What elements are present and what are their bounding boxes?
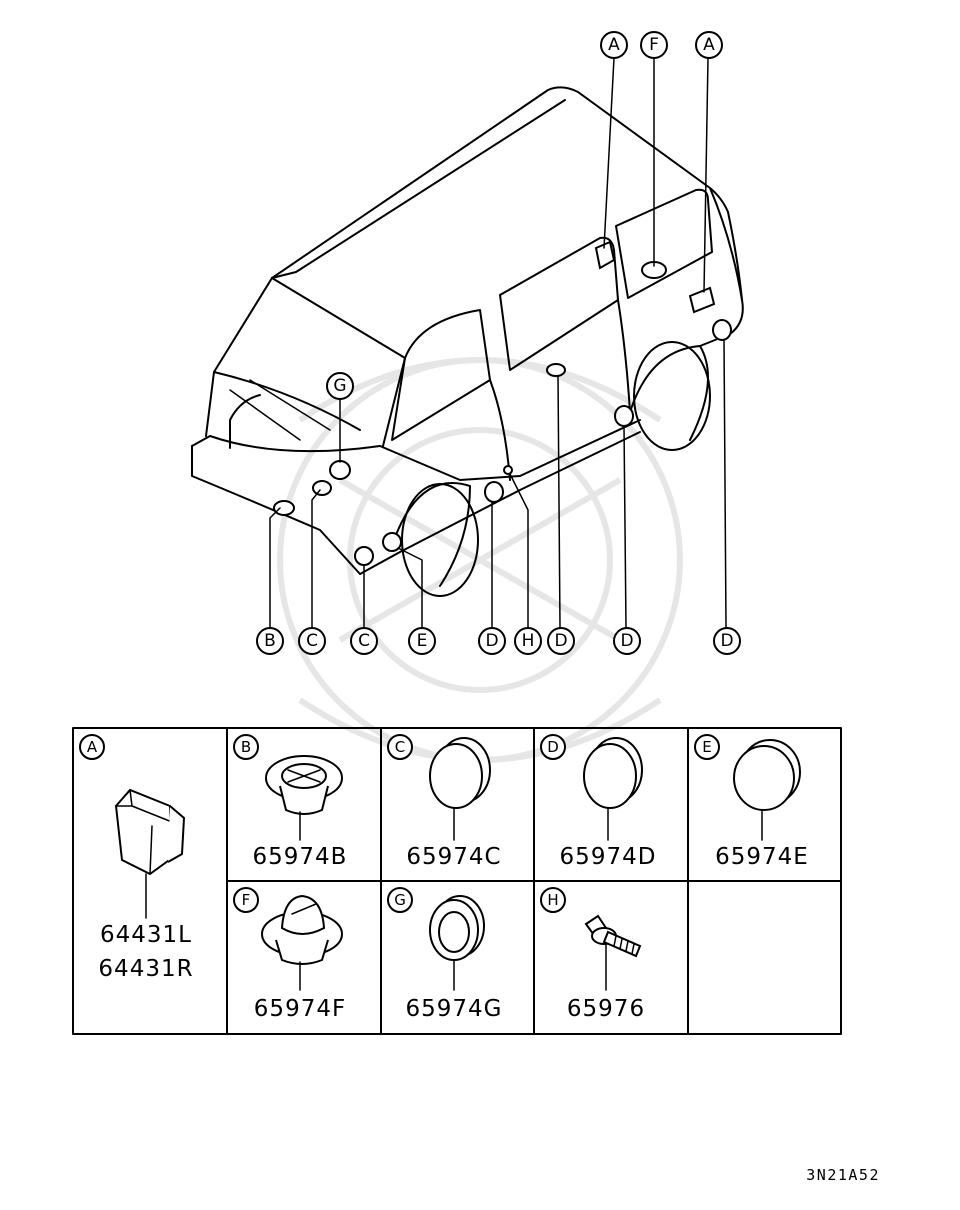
bolt-h-drawing (584, 914, 642, 958)
callout-h-bottom: H (514, 627, 542, 655)
callout-c-bottom-2: C (350, 627, 378, 655)
part-number: 65974F (254, 996, 346, 1022)
vehicle-body (191, 86, 744, 597)
cell-a: A 64431L 64431R (79, 734, 193, 982)
callout-d-bottom-4: D (713, 627, 741, 655)
callout-d-bottom-2: D (547, 627, 575, 655)
part-number: 64431L (100, 922, 192, 948)
parts-table (72, 727, 842, 1035)
callout-d-bottom-1: D (478, 627, 506, 655)
callout-label: D (485, 631, 498, 651)
callout-label: D (554, 631, 567, 651)
callout-label: G (333, 376, 346, 396)
callout-g-hood: G (326, 372, 354, 400)
cell-letter: D (547, 738, 559, 756)
vehicle-parts (273, 240, 732, 566)
callout-label: A (703, 35, 715, 55)
cell-letter: H (547, 891, 558, 909)
part-number: 65974B (253, 844, 348, 870)
cell-h: H 65976 (540, 887, 645, 1022)
grommet-b-drawing (265, 755, 343, 815)
cell-letter: G (394, 891, 406, 909)
cell-c: C 65974C (387, 734, 501, 870)
grommet-f-drawing (261, 894, 343, 965)
callout-label: D (620, 631, 633, 651)
diagram-id: 3N21A52 (806, 1166, 880, 1184)
part-number: 64431R (98, 956, 193, 982)
cell-letter: E (702, 738, 711, 756)
callout-c-bottom-1: C (298, 627, 326, 655)
plug-c-drawing (429, 737, 491, 809)
callout-f-top: F (640, 31, 668, 59)
cell-f: F 65974F (233, 887, 346, 1022)
cell-b: B 65974B (233, 734, 348, 870)
cell-g: G 65974G (387, 887, 503, 1022)
callout-a-top-left: A (600, 31, 628, 59)
clip-part-drawing (114, 788, 186, 876)
part-number: 65974D (560, 844, 657, 870)
callout-d-bottom-3: D (613, 627, 641, 655)
part-number: 65976 (567, 996, 645, 1022)
callout-a-top-right: A (695, 31, 723, 59)
cell-letter: B (241, 738, 251, 756)
callout-b-bottom: B (256, 627, 284, 655)
grommet-g-drawing (429, 895, 485, 961)
cell-letter: C (395, 738, 405, 756)
callout-label: A (608, 35, 620, 55)
callout-label: H (522, 631, 535, 651)
cell-e: E 65974E (694, 734, 809, 870)
callout-label: E (417, 631, 428, 651)
cell-letter: F (242, 891, 251, 909)
callout-label: F (649, 35, 659, 55)
part-number: 65974C (406, 844, 501, 870)
callout-label: D (720, 631, 733, 651)
part-number: 65974G (406, 996, 503, 1022)
cell-d: D 65974D (540, 734, 657, 870)
callout-label: C (306, 631, 318, 651)
callout-label: C (358, 631, 370, 651)
plug-e-drawing (733, 739, 801, 811)
plug-d-drawing (583, 737, 643, 809)
callout-e-bottom: E (408, 627, 436, 655)
callout-label: B (264, 631, 276, 651)
part-number: 65974E (715, 844, 809, 870)
cell-letter: A (87, 738, 98, 756)
leader-lines (269, 57, 727, 628)
